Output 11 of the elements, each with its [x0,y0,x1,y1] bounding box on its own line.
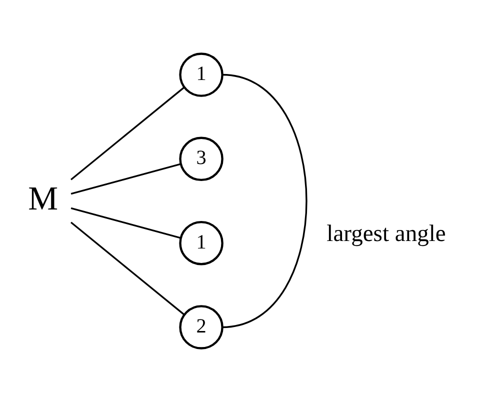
node-circle: 2 [179,304,224,349]
connector [70,162,181,194]
connector [222,73,308,328]
node-circle: 1 [179,220,224,265]
connector [70,206,181,238]
node-circle: 3 [179,136,224,181]
node-text: M [28,180,58,217]
connector [70,86,185,180]
edge-label: largest angle [326,220,446,246]
node-circle: 1 [179,52,224,96]
connector [70,221,185,315]
